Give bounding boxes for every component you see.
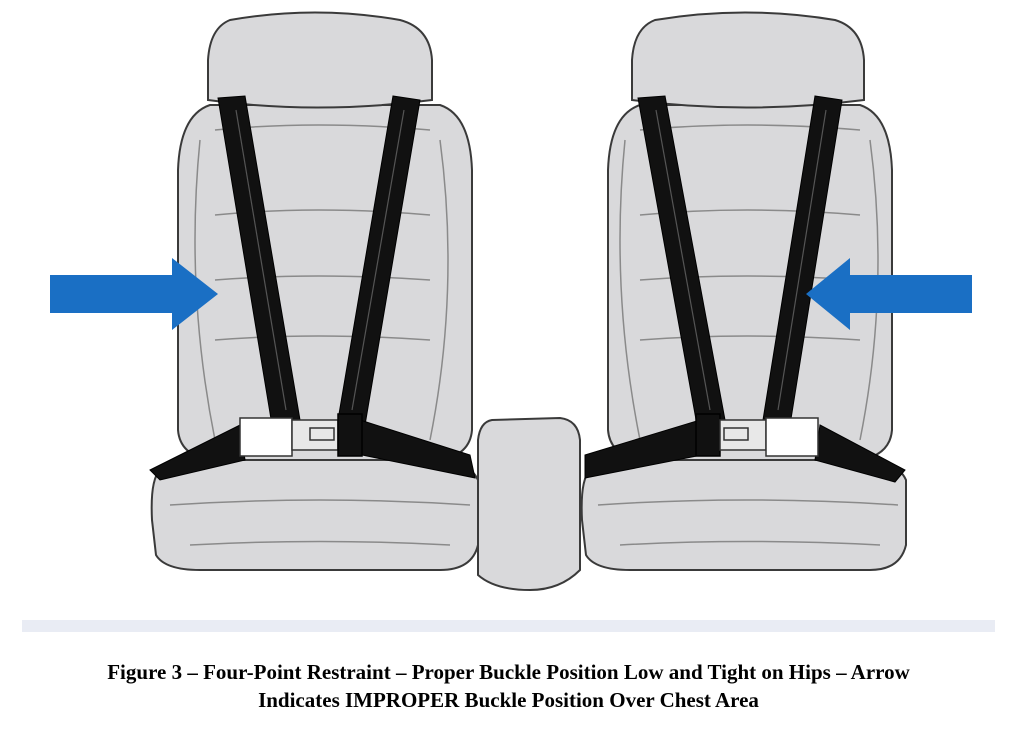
left-seat-buckle-icon (239, 413, 363, 457)
caption-line-2: Indicates IMPROPER Buckle Position Over … (258, 688, 759, 712)
caption-divider (22, 620, 995, 632)
seat-restraint-illustration (50, 11, 972, 592)
figure-caption: Figure 3 – Four-Point Restraint – Proper… (0, 658, 1017, 714)
arrow-right-icon (50, 258, 218, 330)
right-seat (580, 11, 907, 571)
right-seat-buckle-icon (695, 413, 819, 457)
center-console (477, 416, 581, 592)
caption-line-1: Figure 3 – Four-Point Restraint – Proper… (107, 660, 910, 684)
arrow-left-icon (806, 258, 972, 330)
